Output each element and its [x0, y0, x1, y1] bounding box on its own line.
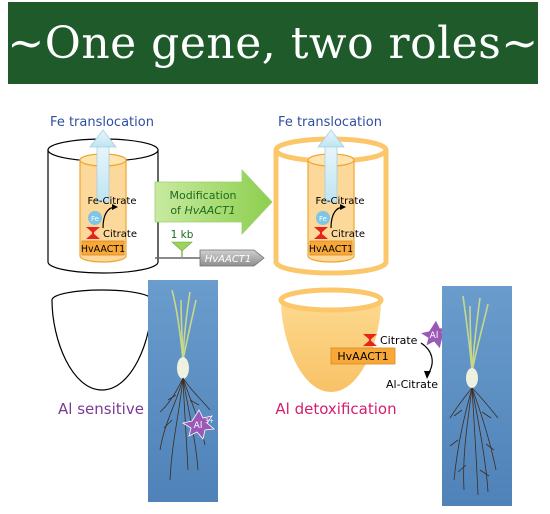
modification-label-line2: of HvAACT1: [170, 204, 235, 217]
left-fe-translocation-label: Fe translocation: [50, 115, 154, 130]
insertion-site-icon: [171, 241, 193, 252]
left-fe-ion-label: Fe: [91, 215, 99, 223]
left-plant-photo: Al 3+: [148, 280, 218, 502]
left-transporter-box: [81, 240, 125, 256]
gene-arrow: [199, 249, 265, 267]
right-transporter-box: [309, 240, 353, 256]
right-phenotype-label: Al detoxification: [275, 400, 396, 418]
right-fe-ion-label: Fe: [319, 215, 327, 223]
title-banner: [8, 2, 538, 84]
left-translocation-arrow: [89, 129, 117, 203]
right-panel: Fe translocation Fe-Citrate Fe Citrate: [273, 115, 452, 418]
left-citrate-label: Citrate: [103, 229, 137, 240]
left-al-ion-charge: 3+: [205, 418, 214, 425]
al-citrate-label: Al-Citrate: [386, 378, 438, 391]
left-al-ion-label: Al: [194, 421, 203, 431]
left-root-cone: [51, 289, 153, 391]
chelation-arrow: [420, 342, 433, 375]
left-transporter-label: HvAACT1: [81, 244, 125, 255]
page-title: ~One gene, two roles~: [7, 17, 539, 69]
root-transporter-box: [330, 347, 396, 365]
left-al-star-icon: Al 3+: [181, 409, 215, 440]
right-fe-citrate-label: Fe-Citrate: [316, 196, 365, 207]
right-plant-photo: [442, 286, 512, 506]
right-transporter-label: HvAACT1: [309, 244, 353, 255]
left-panel: Fe translocation Fe-Citrate Fe Citra: [47, 115, 159, 418]
root-transporter-label: HvAACT1: [337, 350, 388, 363]
left-fe-ion-icon: [88, 211, 102, 225]
left-phenotype-label: Al sensitive: [58, 400, 144, 418]
root-citrate-label: Citrate: [380, 334, 418, 347]
modification-arrow: Modification of HvAACT1: [154, 168, 273, 236]
right-al-ion-label: Al: [430, 331, 439, 341]
right-translocation-arrow: [317, 129, 345, 203]
right-citrate-label: Citrate: [331, 229, 365, 240]
gene-construct: 1 kb HvAACT1: [155, 229, 265, 267]
gene-label: HvAACT1: [205, 254, 252, 265]
right-fe-translocation-label: Fe translocation: [278, 115, 382, 130]
right-fe-ion-icon: [316, 211, 330, 225]
modification-label-line1: Modification: [169, 189, 236, 202]
scale-bar-label: 1 kb: [171, 229, 194, 241]
right-root-cone: [278, 287, 384, 392]
left-fe-citrate-label: Fe-Citrate: [88, 196, 137, 207]
